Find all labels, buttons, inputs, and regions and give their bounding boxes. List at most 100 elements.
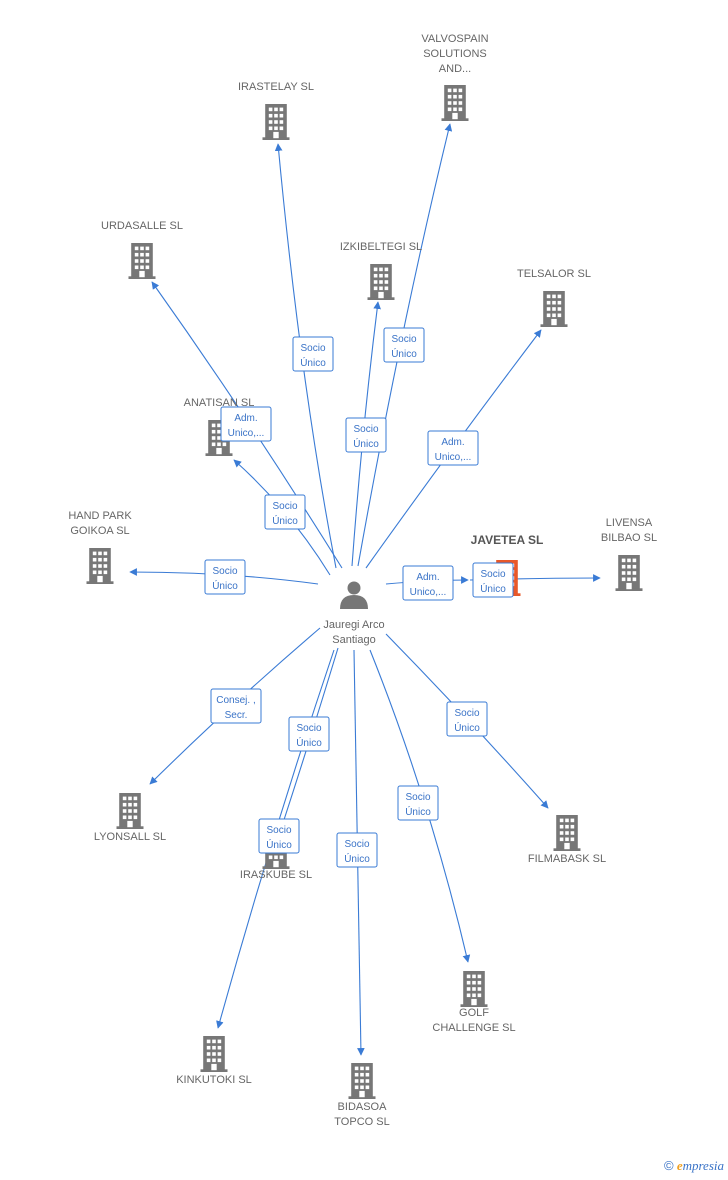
company-label-filmabask: FILMABASK SL <box>528 853 606 865</box>
company-node-lyonsall[interactable]: LYONSALL SL <box>94 793 166 843</box>
company-label-valvospain: VALVOSPAIN <box>421 33 488 45</box>
relation-text: Socio <box>405 792 430 803</box>
relation-text: Socio <box>272 501 297 512</box>
relation-text: Único <box>266 838 292 851</box>
company-label-iraskube: IRASKUBE SL <box>240 869 312 881</box>
relation-label-telsalor[interactable]: Adm.Unico,... <box>427 430 479 466</box>
relation-box <box>446 701 488 737</box>
company-node-valvospain[interactable]: VALVOSPAIN SOLUTIONS AND... <box>421 33 489 121</box>
company-node-livensa[interactable]: LIVENSA BILBAO SL <box>601 517 657 591</box>
relation-text: Socio <box>296 723 321 734</box>
company-label-anatisan: ANATISAN SL <box>184 397 255 409</box>
company-node-hand-park[interactable]: HAND PARK GOIKOA SL <box>68 510 132 584</box>
building-icon <box>460 971 488 1007</box>
relation-text: Socio <box>300 343 325 354</box>
relation-text: Socio <box>344 839 369 850</box>
relation-text: Único <box>300 356 326 369</box>
building-icon <box>348 1063 376 1099</box>
relation-box <box>345 417 387 453</box>
company-node-iraskube[interactable]: IRASKUBE SL <box>240 833 312 881</box>
company-label-valvospain: AND... <box>439 63 471 75</box>
person-name: Santiago <box>332 634 375 646</box>
company-node-urdasalle[interactable]: URDASALLE SL <box>101 220 183 279</box>
building-icon <box>116 793 144 829</box>
relation-text: Unico,... <box>410 587 447 598</box>
person-name: Jauregi Arco <box>323 619 384 631</box>
company-label-lyonsall: LYONSALL SL <box>94 831 166 843</box>
company-label-livensa: LIVENSA <box>606 517 653 529</box>
person-icon <box>340 581 368 609</box>
building-icon <box>262 104 290 140</box>
company-node-izkibeltegi[interactable]: IZKIBELTEGI SL <box>340 241 422 300</box>
relation-box <box>264 494 306 530</box>
relation-box <box>472 562 514 598</box>
relation-text: Unico,... <box>228 428 265 439</box>
building-icon <box>200 1036 228 1072</box>
relation-box <box>383 327 425 363</box>
company-label-telsalor: TELSALOR SL <box>517 268 591 280</box>
building-icon <box>553 815 581 851</box>
company-label-hand-park: HAND PARK <box>68 510 132 522</box>
company-label-golf: CHALLENGE SL <box>432 1022 515 1034</box>
relation-box <box>397 785 439 821</box>
relation-label-lyonsall[interactable]: Consej. ,Secr. <box>210 688 262 724</box>
company-label-hand-park: GOIKOA SL <box>70 525 129 537</box>
company-node-javetea[interactable]: JAVETEA SL <box>471 533 544 596</box>
relation-text: Único <box>344 852 370 865</box>
relation-text: Socio <box>353 424 378 435</box>
relation-text: Único <box>480 582 506 595</box>
company-node-irastelay[interactable]: IRASTELAY SL <box>238 81 314 140</box>
relation-text: Adm. <box>234 413 257 424</box>
company-node-bidasoa[interactable]: BIDASOA TOPCO SL <box>334 1063 390 1128</box>
company-node-kinkutoki[interactable]: KINKUTOKI SL <box>176 1036 252 1086</box>
company-node-telsalor[interactable]: TELSALOR SL <box>517 268 591 327</box>
company-label-livensa: BILBAO SL <box>601 532 657 544</box>
relation-box <box>258 818 300 854</box>
brand-initial: e <box>676 1158 683 1173</box>
company-label-urdasalle: URDASALLE SL <box>101 220 183 232</box>
relation-text: Socio <box>266 825 291 836</box>
relation-box <box>288 716 330 752</box>
company-node-filmabask[interactable]: FILMABASK SL <box>528 815 606 865</box>
company-label-irastelay: IRASTELAY SL <box>238 81 314 93</box>
company-label-bidasoa: TOPCO SL <box>334 1116 389 1128</box>
relation-text: Socio <box>480 569 505 580</box>
empresia-credit: © empresia <box>664 1158 724 1174</box>
building-icon <box>540 291 568 327</box>
relation-label-javetea[interactable]: Adm. Unico,... <box>402 565 454 601</box>
relation-text: Socio <box>454 708 479 719</box>
relation-text: Adm. <box>416 572 439 583</box>
building-icon <box>367 264 395 300</box>
relation-text: Único <box>454 721 480 734</box>
relation-box <box>427 430 479 466</box>
building-icon <box>615 555 643 591</box>
company-label-kinkutoki: KINKUTOKI SL <box>176 1074 252 1086</box>
building-icon <box>441 85 469 121</box>
building-icon <box>86 548 114 584</box>
relation-label-urdasalle[interactable]: Adm. Unico,... <box>220 406 272 442</box>
company-label-javetea: JAVETEA SL <box>471 533 544 547</box>
relation-text: Secr. <box>225 710 248 721</box>
copyright-symbol: © <box>663 1158 674 1173</box>
relation-text: Único <box>296 736 322 749</box>
relation-text: Único <box>272 514 298 527</box>
relation-box <box>204 559 246 595</box>
company-node-anatisan[interactable]: ANATISAN SL <box>184 397 255 456</box>
company-label-bidasoa: BIDASOA <box>338 1101 388 1113</box>
relation-box <box>220 406 272 442</box>
company-label-valvospain: SOLUTIONS <box>423 48 487 60</box>
